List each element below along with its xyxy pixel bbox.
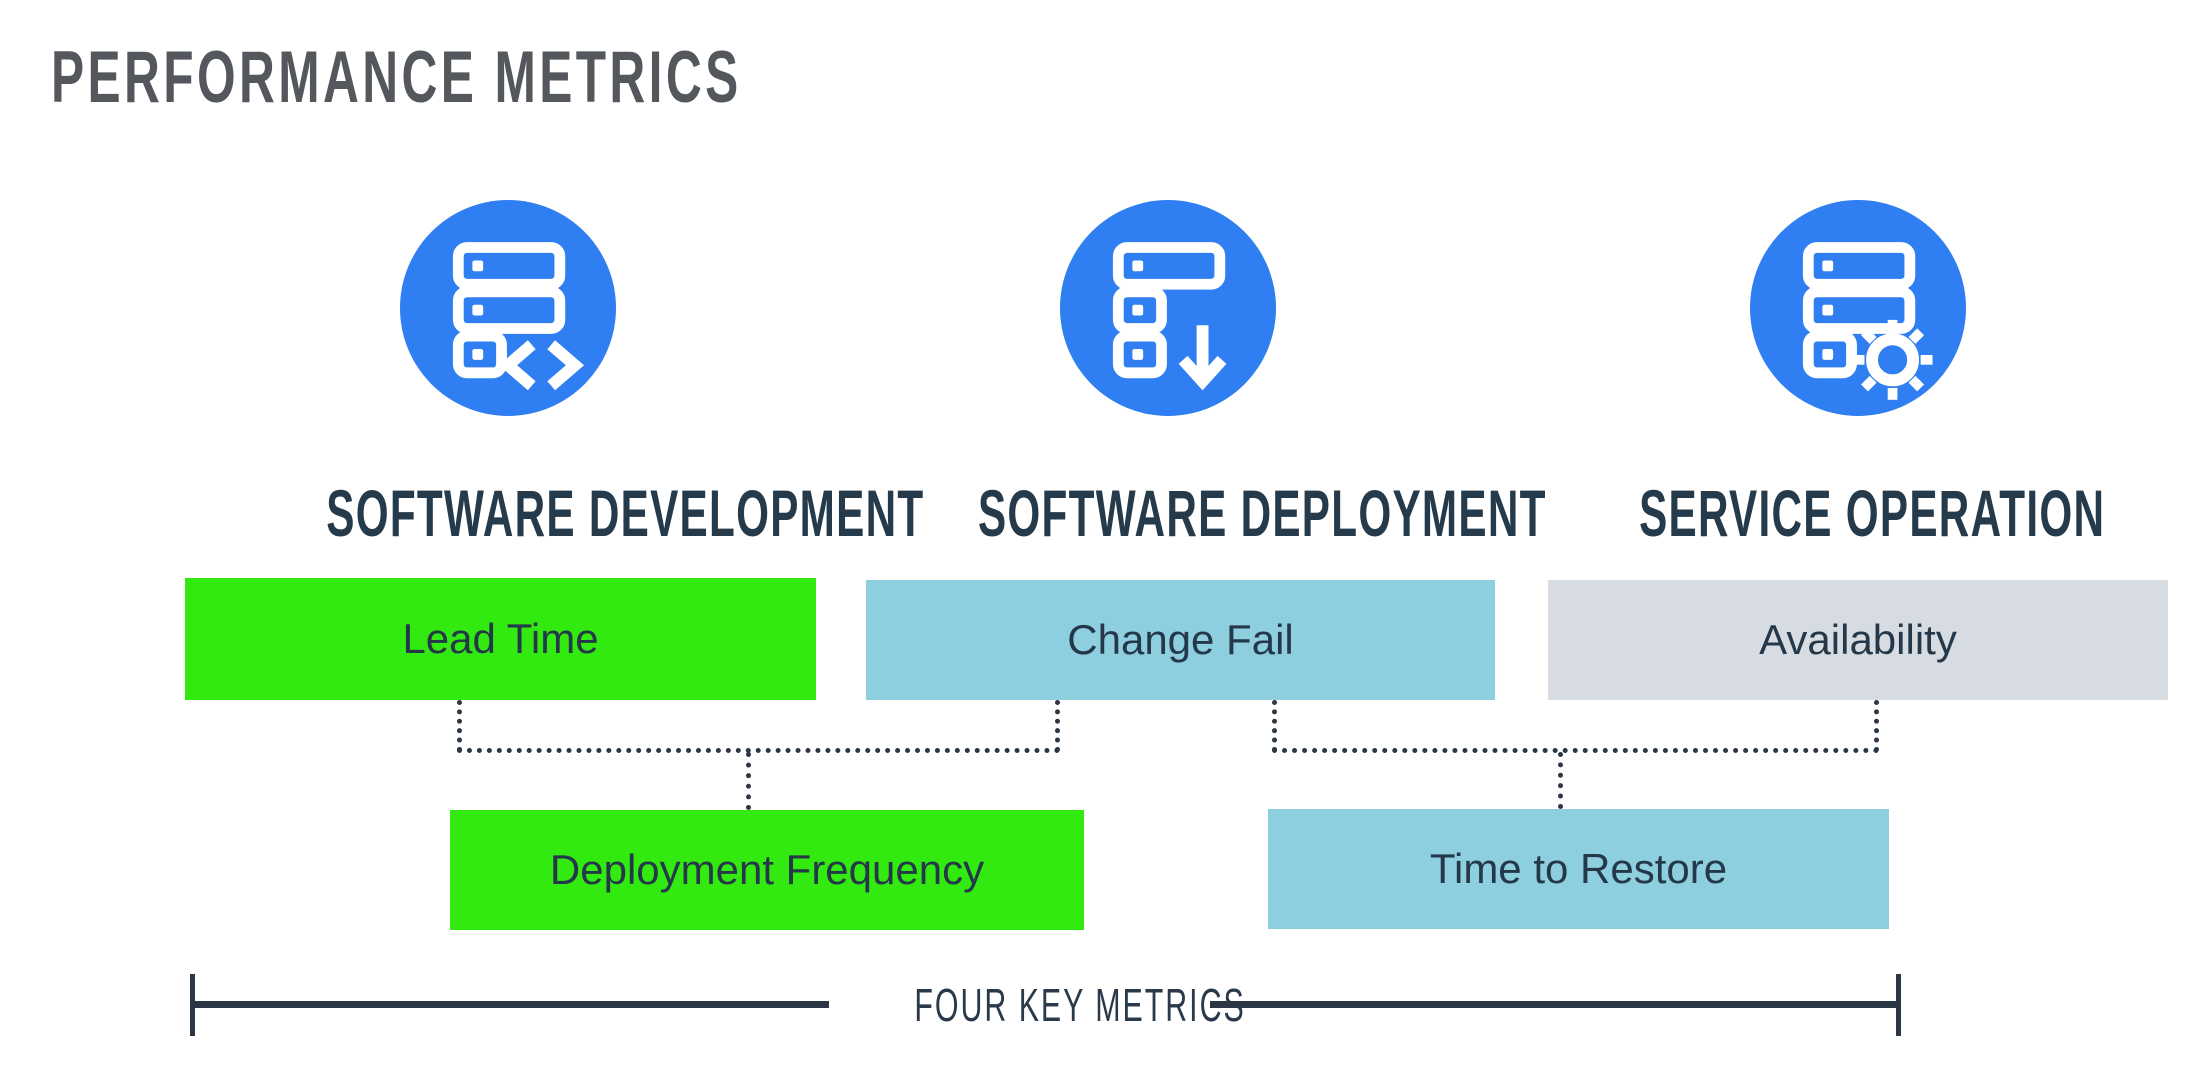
metric-box-availability: Availability	[1548, 580, 2168, 700]
connector-change-fail-right-down	[1272, 700, 1277, 752]
bracket-right-line	[1210, 1001, 1899, 1008]
bracket-left-line	[192, 1001, 829, 1008]
metric-box-time-to-restore: Time to Restore	[1268, 809, 1889, 929]
connector-deployment-frequency-up	[746, 752, 751, 810]
page-title: PERFORMANCE METRICS	[51, 37, 742, 118]
column-header-label: SERVICE OPERATION	[1639, 476, 2106, 550]
metric-box-deployment-frequency: Deployment Frequency	[450, 810, 1084, 930]
connector-left-horizontal	[457, 748, 1060, 753]
column-header-label: SOFTWARE DEVELOPMENT	[326, 476, 925, 550]
connector-availability-down	[1874, 700, 1879, 752]
bracket-right-cap	[1896, 974, 1901, 1036]
four-key-metrics-label: FOUR KEY METRICS	[829, 979, 1243, 1031]
server-download-icon	[1060, 200, 1276, 416]
metric-box-change-fail: Change Fail	[866, 580, 1495, 700]
connector-time-to-restore-up	[1558, 752, 1563, 809]
column-header-software-deployment: SOFTWARE DEPLOYMENT	[818, 478, 1545, 548]
connector-change-fail-left-down	[1055, 700, 1060, 752]
column-header-label: SOFTWARE DEPLOYMENT	[977, 476, 1547, 550]
connector-lead-time-down	[457, 700, 462, 752]
column-header-software-development: SOFTWARE DEVELOPMENT	[158, 478, 923, 548]
server-gear-icon	[1750, 200, 1966, 416]
connector-right-horizontal	[1272, 748, 1879, 753]
server-code-icon	[400, 200, 616, 416]
column-header-service-operation: SERVICE OPERATION	[1508, 478, 2188, 548]
four-key-metrics-text: FOUR KEY METRICS	[914, 979, 1246, 1031]
metric-box-lead-time: Lead Time	[185, 578, 816, 700]
